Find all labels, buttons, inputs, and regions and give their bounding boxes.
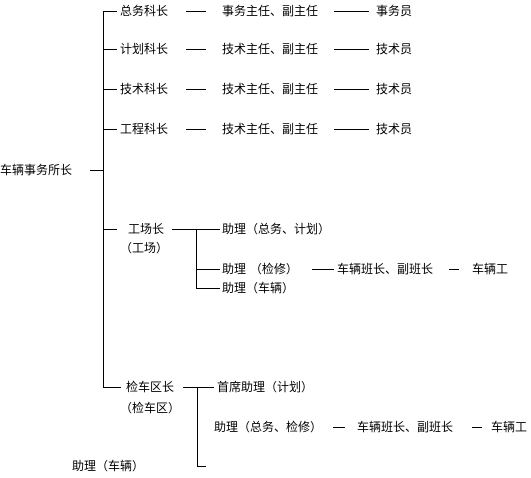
- factory-chief-node: 工场长: [128, 222, 165, 236]
- deputy-node: 技术主任、副主任: [222, 122, 319, 136]
- inspection-assistant-node: 首席助理（计划）: [217, 380, 314, 394]
- factory-sub-label: （工场）: [120, 241, 169, 255]
- inspection-foreman-node: 车辆班长、副班长: [357, 420, 454, 434]
- staff-node: 事务员: [376, 4, 413, 18]
- factory-assistant-node: 助理（总务、计划）: [222, 222, 331, 236]
- chief-node: 工程科长: [120, 122, 169, 136]
- staff-node: 技术员: [376, 122, 413, 136]
- deputy-node: 事务主任、副主任: [222, 4, 319, 18]
- deputy-node: 技术主任、副主任: [222, 82, 319, 96]
- deputy-node: 技术主任、副主任: [222, 42, 319, 56]
- factory-foreman-node: 车辆班长、副班长: [337, 262, 434, 276]
- inspection-sub-label: （检车区）: [120, 401, 181, 415]
- inspection-assistant-node: 助理（车辆）: [72, 459, 145, 473]
- staff-node: 技术员: [376, 82, 413, 96]
- chief-node: 计划科长: [120, 42, 169, 56]
- factory-assistant-node: 助理 （检修）: [222, 262, 298, 276]
- inspection-worker-node: 车辆工: [491, 420, 528, 434]
- chief-node: 技术科长: [120, 82, 169, 96]
- factory-assistant-node: 助理（车辆）: [222, 281, 295, 295]
- factory-worker-node: 车辆工: [472, 262, 509, 276]
- inspection-chief-node: 检车区长: [126, 380, 175, 394]
- chief-node: 总务科长: [120, 4, 169, 18]
- inspection-assistant-node: 助理（总务、检修）: [214, 420, 323, 434]
- staff-node: 技术员: [376, 42, 413, 56]
- root-node: 车辆事务所长: [0, 163, 73, 177]
